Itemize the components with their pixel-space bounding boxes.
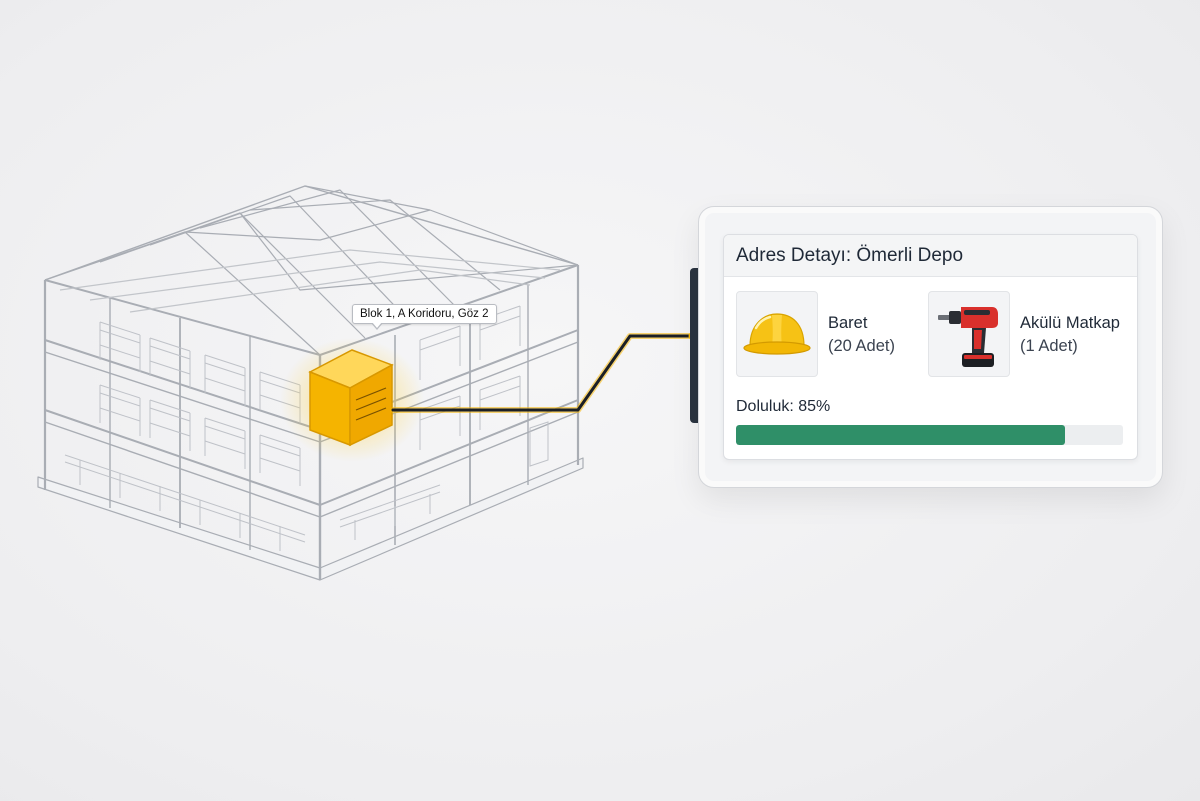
location-tooltip: Blok 1, A Koridoru, Göz 2 [352, 304, 497, 330]
fill-label: Doluluk: 85% [736, 398, 831, 415]
device-side-button [690, 268, 698, 423]
item-list: Baret (20 Adet) Akülü Matkap (1 [724, 277, 1137, 395]
item-quantity: (1 Adet) [1020, 337, 1078, 355]
item-quantity: (20 Adet) [828, 337, 895, 355]
panel-header: Adres Detayı: Ömerli Depo [724, 235, 1137, 277]
fill-progress-bar [736, 425, 1065, 445]
hard-hat-icon [736, 291, 818, 377]
item-name: Akülü Matkap [1020, 314, 1120, 332]
location-label: Blok 1, A Koridoru, Göz 2 [360, 308, 489, 320]
cordless-drill-icon [928, 291, 1010, 377]
interior-shelving [64, 305, 549, 551]
list-item-baret[interactable]: Baret (20 Adet) [736, 291, 895, 377]
panel-title: Adres Detayı: Ömerli Depo [736, 244, 964, 266]
list-item-akulu-matkap[interactable]: Akülü Matkap (1 Adet) [928, 291, 1120, 377]
address-detail-panel: Adres Detayı: Ömerli Depo Baret (20 Adet… [723, 234, 1138, 460]
fill-progress-track [736, 425, 1123, 445]
item-name: Baret [828, 314, 868, 332]
highlighted-storage-cell[interactable] [280, 338, 424, 462]
